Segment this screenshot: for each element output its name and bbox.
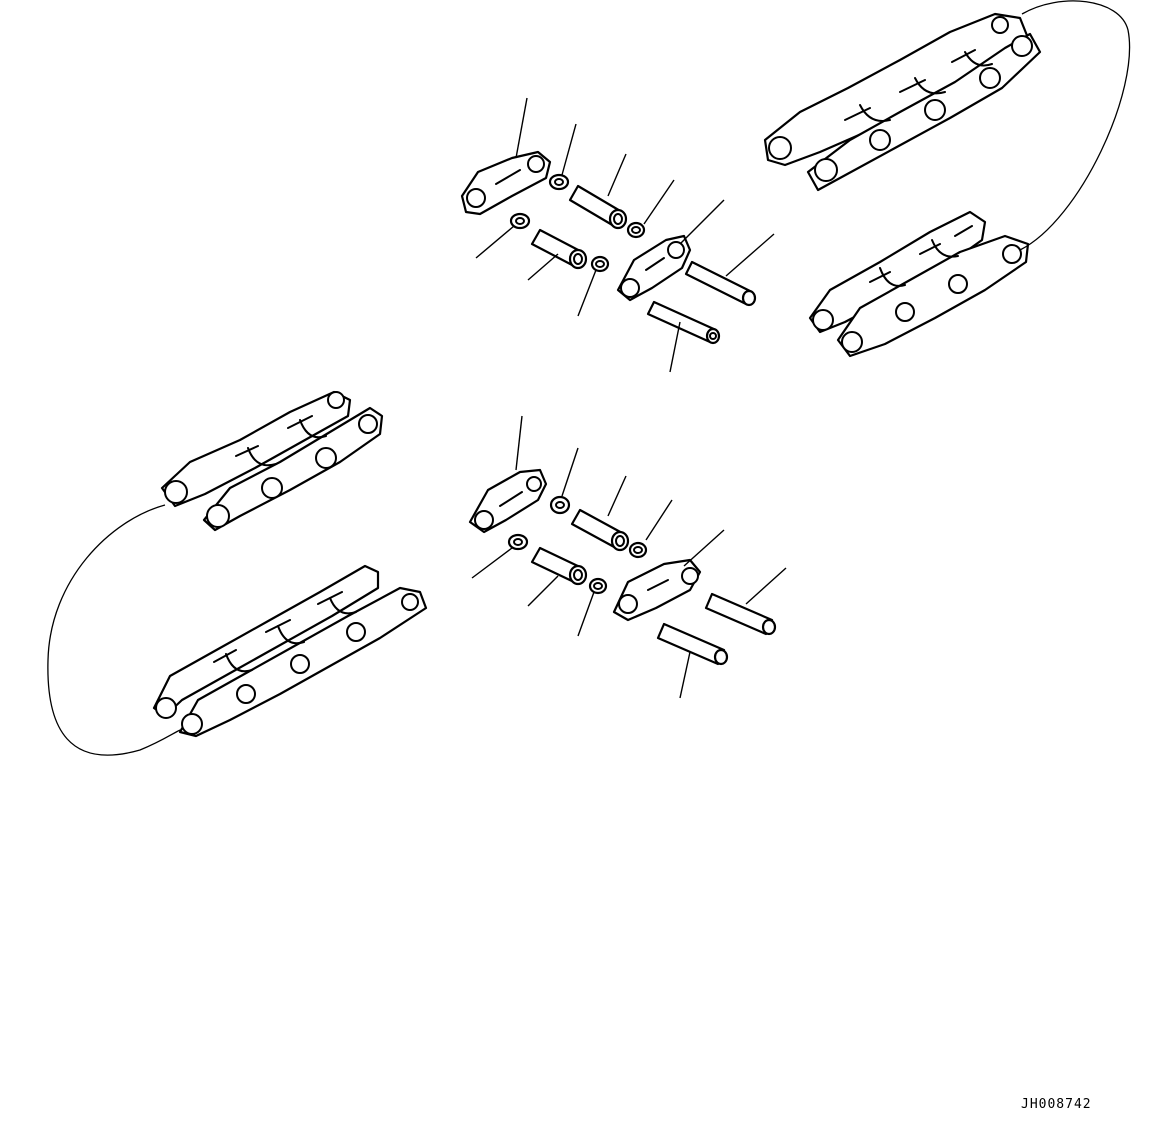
upper-left-link [460, 150, 552, 216]
lower-chain-assembly-top [160, 390, 384, 532]
lower-pin-2 [656, 622, 729, 666]
upper-seal-ring-3 [509, 212, 531, 230]
lower-left-link [468, 468, 548, 534]
upper-pin-1 [684, 260, 757, 307]
upper-seal-ring-4 [590, 255, 610, 273]
lower-seal-ring-4 [588, 577, 608, 595]
lower-right-link [612, 558, 702, 622]
lower-callout-leaders [471, 415, 787, 699]
upper-chain-loop-line [1019, 0, 1131, 251]
lower-chain-assembly-bottom [152, 564, 428, 738]
upper-seal-ring-1 [548, 173, 570, 191]
lower-seal-ring-2 [628, 541, 648, 559]
upper-callout-leaders [475, 97, 775, 373]
drawing-id-label: JH008742 [1021, 1097, 1092, 1112]
lower-bushing-1 [570, 508, 630, 552]
lower-bushing-2 [530, 546, 588, 586]
upper-chain-assembly-bottom [808, 210, 1030, 358]
upper-chain-assembly-top [763, 12, 1042, 192]
upper-seal-ring-2 [626, 221, 646, 239]
lower-chain-loop-line [47, 504, 181, 756]
lower-seal-ring-1 [549, 495, 571, 515]
upper-bushing-1 [568, 184, 628, 230]
upper-bushing-2 [530, 228, 588, 270]
upper-pin-2 [646, 300, 721, 345]
upper-right-link [616, 234, 692, 302]
lower-seal-ring-3 [507, 533, 529, 551]
lower-pin-1 [704, 592, 777, 636]
